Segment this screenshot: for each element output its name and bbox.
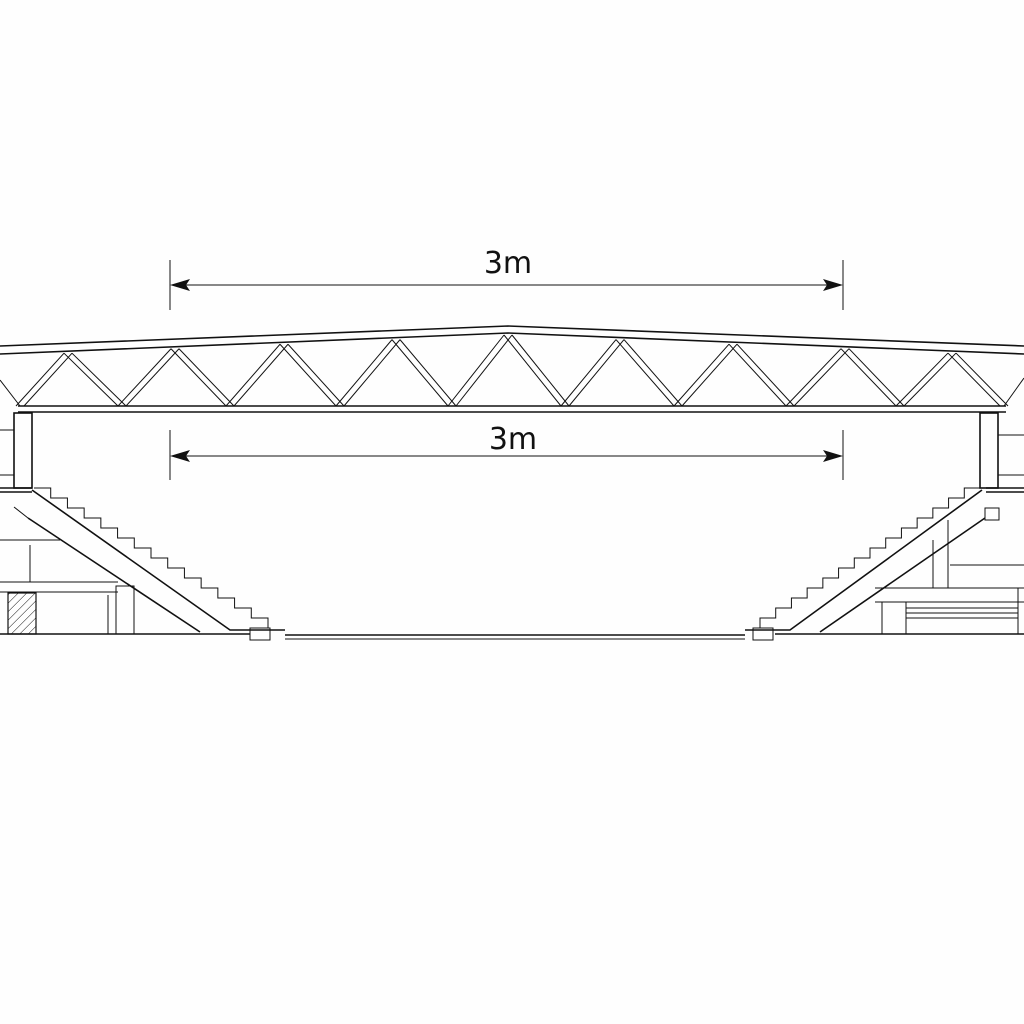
truss-web-member: [23, 352, 73, 407]
truss-web-member: [1003, 377, 1024, 407]
truss-web-members: [0, 334, 1024, 407]
truss-web-member: [736, 343, 795, 407]
truss-web-member: [903, 352, 957, 407]
arrow-left-icon: [170, 279, 190, 291]
truss-web-member: [287, 343, 345, 407]
arrow-left-icon: [170, 450, 190, 462]
truss-web-member: [848, 348, 905, 407]
truss-web-member: [170, 348, 227, 407]
truss-web-member: [0, 379, 21, 407]
truss-web-member: [895, 352, 949, 407]
truss-web-member: [623, 339, 683, 407]
dimension-label-inner: 3m: [489, 422, 537, 457]
arrow-right-icon: [823, 279, 843, 291]
ground-line: [0, 627, 1024, 641]
truss-top-chord-outer: [0, 325, 1024, 347]
truss-web-member: [225, 343, 281, 407]
truss-web-member: [728, 343, 787, 407]
truss-web-member: [117, 348, 172, 407]
truss-web-member: [391, 339, 449, 407]
dimension-line-inner: 3m: [169, 422, 844, 480]
truss-web-member: [125, 348, 180, 407]
stair-steps: [759, 487, 980, 628]
left-column: [0, 412, 33, 489]
truss-web-member: [568, 339, 625, 407]
truss-web-member: [178, 348, 235, 407]
right-stand-stairs: [745, 487, 1024, 634]
truss-web-member: [343, 339, 401, 407]
truss-web-member: [955, 352, 1009, 407]
truss-web-member: [233, 343, 289, 407]
truss-web-member: [681, 343, 738, 407]
truss-web-member: [615, 339, 675, 407]
hatched-wall-section: [7, 592, 37, 635]
truss-web-member: [279, 343, 337, 407]
dimension-label-top: 3m: [484, 246, 532, 281]
right-column: [979, 412, 1024, 489]
truss-web-member: [840, 348, 897, 407]
truss-web-member: [455, 334, 513, 407]
truss-web-member: [511, 334, 570, 407]
truss-web-member: [399, 339, 457, 407]
truss-web-member: [71, 352, 127, 407]
roof-truss: [0, 325, 1024, 413]
left-stand-stairs: [0, 487, 285, 635]
truss-web-member: [63, 352, 119, 407]
truss-web-member: [785, 348, 842, 407]
arrow-right-icon: [823, 450, 843, 462]
truss-top-chord-inner: [0, 332, 1024, 355]
dimension-line-top: 3m: [169, 246, 844, 310]
truss-web-member: [335, 339, 393, 407]
truss-web-member: [947, 352, 1001, 407]
truss-web-member: [15, 352, 65, 407]
truss-web-member: [673, 343, 730, 407]
truss-web-member: [793, 348, 850, 407]
stair-steps: [34, 487, 269, 628]
truss-web-member: [447, 334, 505, 407]
truss-web-member: [503, 334, 562, 407]
truss-web-member: [560, 339, 617, 407]
